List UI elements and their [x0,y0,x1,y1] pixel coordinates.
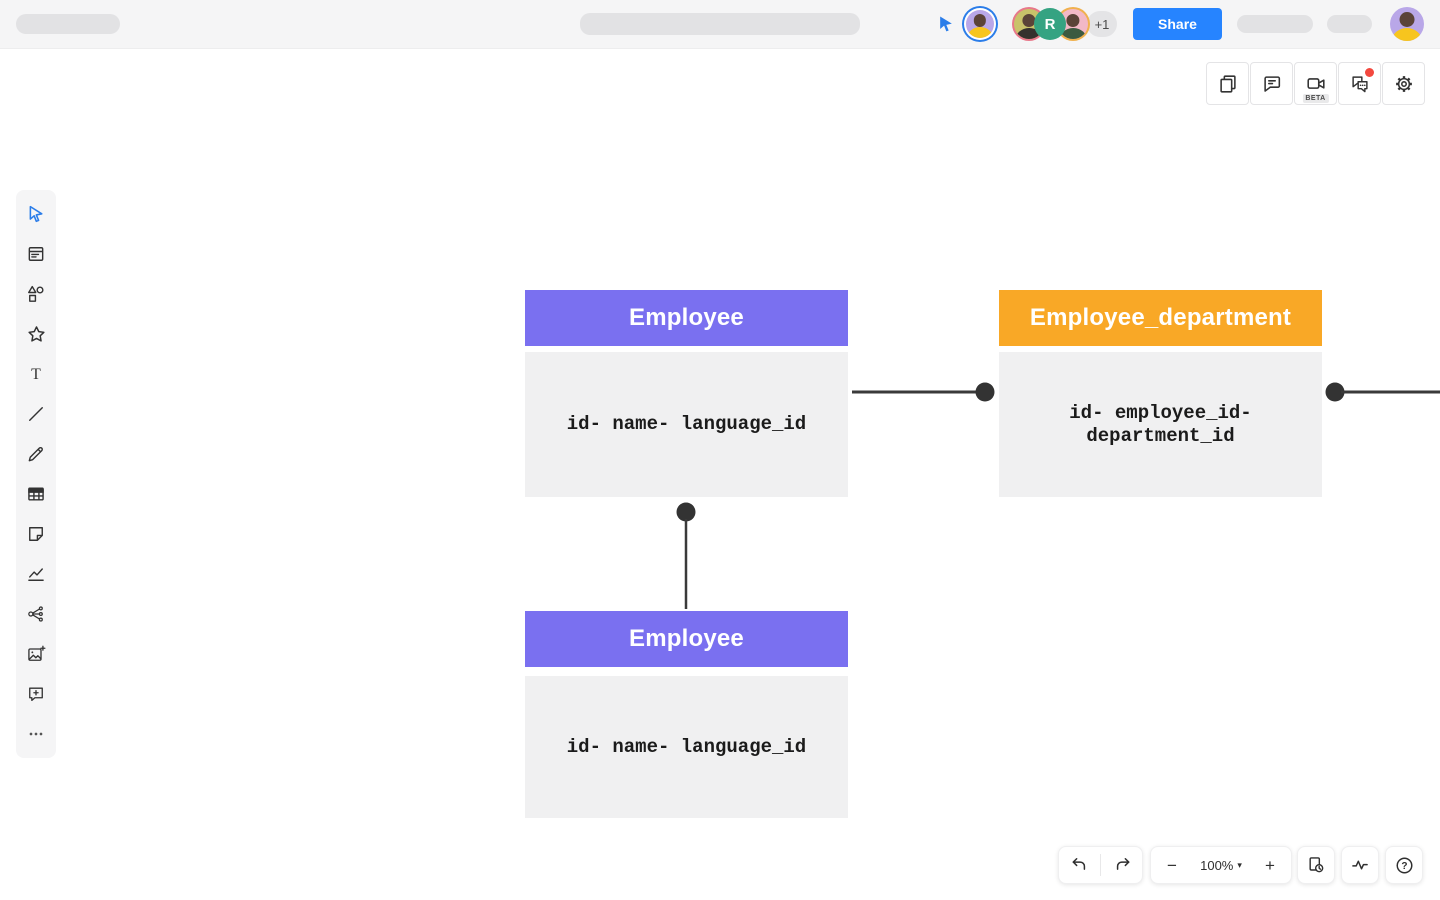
share-button[interactable]: Share [1133,8,1222,40]
zoom-out-button[interactable]: − [1151,847,1193,883]
chat-button[interactable] [1338,62,1381,105]
toolbar-placeholder-1 [1237,15,1313,33]
live-cursor-icon [936,14,956,34]
table-header-employee-department[interactable]: Employee_department [999,290,1322,346]
version-history-group [1297,846,1335,884]
redo-button[interactable] [1101,847,1142,883]
pages-icon [1217,73,1239,95]
avatar-head [1066,13,1080,27]
select-tool-button[interactable] [16,194,56,234]
draw-tool-button[interactable] [16,434,56,474]
shapes-tool-button[interactable] [16,274,56,314]
svg-text:?: ? [1401,861,1407,872]
image-add-tool-button[interactable] [16,634,56,674]
avatar-shirt [1015,27,1043,39]
undo-button[interactable] [1059,847,1100,883]
zoom-level-value: 100% [1200,857,1234,873]
avatar-shirt [1391,28,1423,41]
script-icon [26,244,46,264]
star-icon [26,324,47,345]
video-call-button[interactable]: BETA [1294,62,1337,105]
table-body-employee-1[interactable]: id- name- language_id [525,352,848,497]
undo-redo-group [1058,846,1143,884]
table-fields-line1: id- employee_id- [1069,401,1252,424]
more-icon [26,724,46,744]
zoom-control-group: − 100% ▾ + [1150,846,1292,884]
redo-icon [1112,855,1132,875]
beta-badge: BETA [1302,94,1329,103]
tool-sidebar: T [16,190,56,758]
sticky-note-icon [26,524,46,544]
canvas-toolbar: BETA [1206,62,1425,105]
zoom-in-button[interactable]: + [1249,847,1291,883]
cursor-icon [26,204,47,225]
comment-plus-icon [26,684,46,704]
text-icon: T [26,364,46,384]
notification-dot [1365,68,1374,77]
connector-endpoint-right-of-department[interactable] [1325,382,1345,402]
text-tool-button[interactable]: T [16,354,56,394]
document-title-placeholder[interactable] [16,14,120,34]
help-group: ? [1385,846,1423,884]
activity-group [1341,846,1379,884]
mindmap-tool-button[interactable] [16,594,56,634]
line-tool-button[interactable] [16,394,56,434]
table-icon [26,484,46,504]
chevron-down-icon: ▾ [1237,859,1242,870]
chart-tool-button[interactable] [16,554,56,594]
menu-placeholder [580,13,860,35]
shapes-icon [26,284,46,304]
connector-endpoint-left-of-department[interactable] [975,382,995,402]
table-body-employee-department[interactable]: id- employee_id- department_id [999,352,1322,497]
version-history-icon [1306,855,1326,875]
svg-text:T: T [31,366,41,383]
script-tool-button[interactable] [16,234,56,274]
comment-add-tool-button[interactable] [16,674,56,714]
mindmap-icon [26,604,46,624]
table-fields-line2: department_id [1086,424,1235,447]
chat-icon [1349,73,1371,95]
image-plus-icon [26,644,46,664]
comment-button[interactable] [1250,62,1293,105]
connector-endpoint-below-employee[interactable] [676,502,696,522]
table-tool-button[interactable] [16,474,56,514]
gear-icon [1393,73,1415,95]
activity-pulse-icon [1350,855,1370,875]
pages-button[interactable] [1206,62,1249,105]
sticky-note-tool-button[interactable] [16,514,56,554]
toolbar-placeholder-2 [1327,15,1372,33]
avatar-collaborator-2[interactable]: R [1034,8,1066,40]
avatar-head [1399,12,1415,28]
settings-button[interactable] [1382,62,1425,105]
avatar-shirt [967,27,993,38]
top-bar: R +1 Share [0,0,1440,49]
collaborators-overflow-badge[interactable]: +1 [1087,11,1117,37]
version-history-button[interactable] [1298,847,1334,883]
table-fields: id- name- language_id [566,413,807,435]
avatar-current-user-presence[interactable] [966,10,994,38]
comment-icon [1261,73,1283,95]
table-header-employee-1[interactable]: Employee [525,290,848,346]
avatar-head [1022,13,1036,27]
help-icon: ? [1394,855,1415,876]
avatar-account[interactable] [1390,7,1424,41]
table-fields: id- name- language_id [566,735,807,758]
more-tools-button[interactable] [16,714,56,754]
table-header-employee-2[interactable]: Employee [525,611,848,667]
chart-icon [26,564,46,584]
table-body-employee-2[interactable]: id- name- language_id [525,676,848,818]
help-button[interactable]: ? [1386,847,1422,883]
avatar-shirt [1059,27,1087,39]
divider [1100,854,1101,876]
video-camera-icon [1305,73,1327,95]
zoom-level-dropdown[interactable]: 100% ▾ [1193,858,1249,873]
line-icon [26,404,46,424]
undo-icon [1070,855,1090,875]
activity-button[interactable] [1342,847,1378,883]
avatar-head [973,14,987,27]
star-tool-button[interactable] [16,314,56,354]
pencil-icon [26,444,46,464]
